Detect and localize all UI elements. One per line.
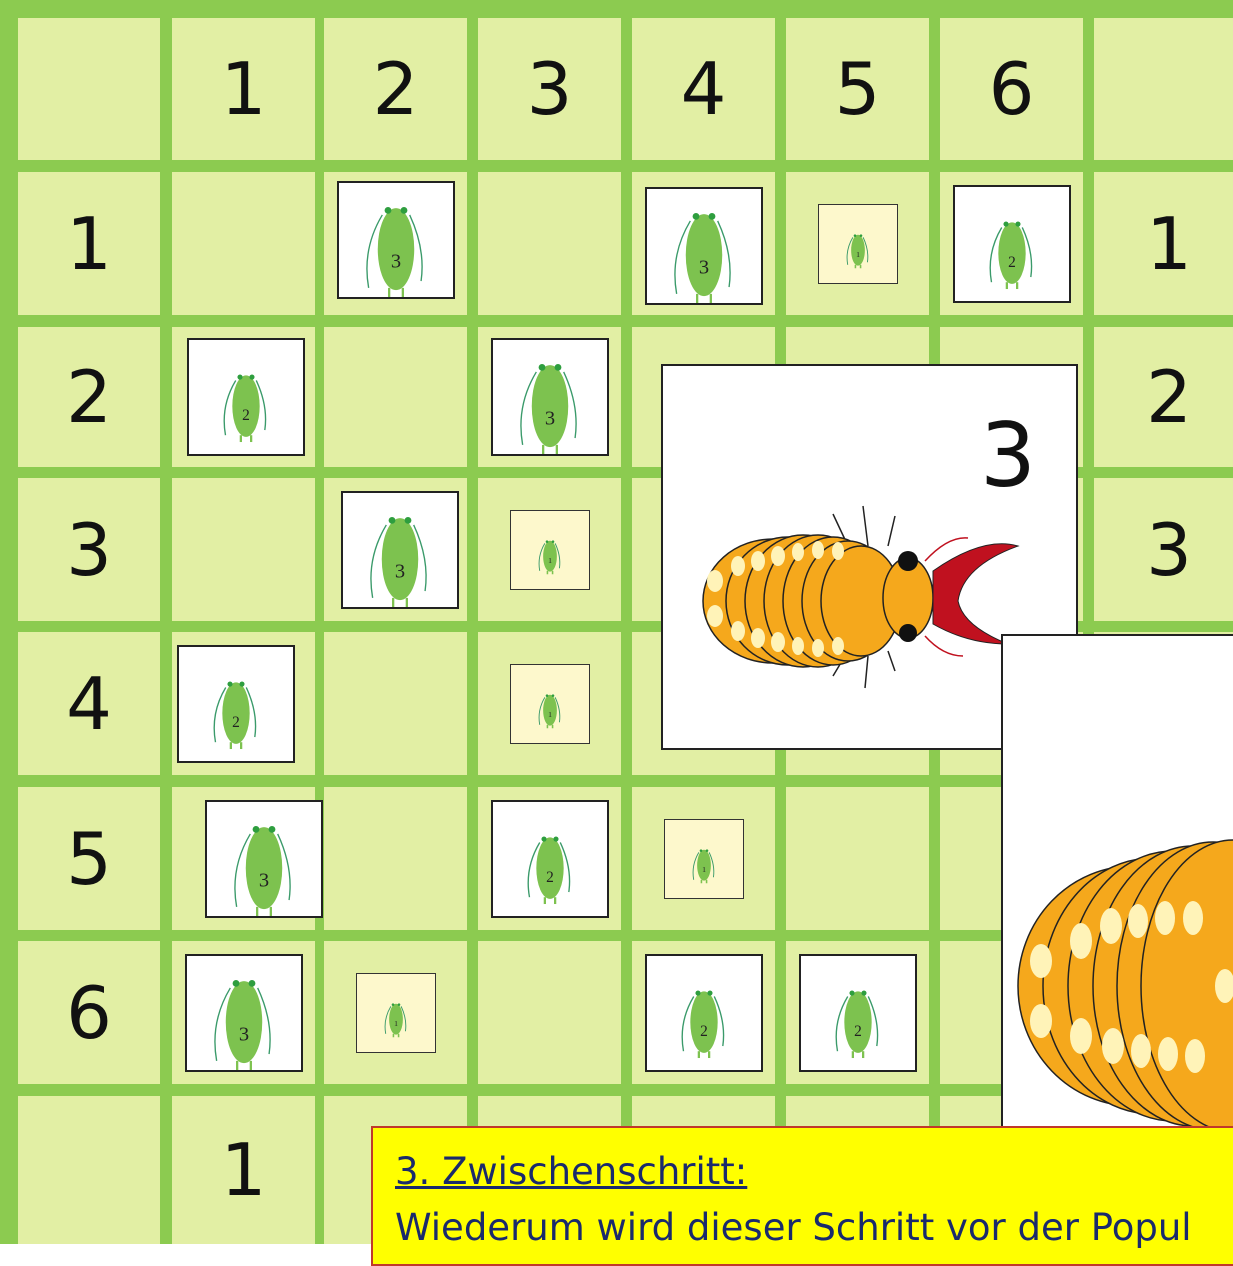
instruction-text: Wiederum wird dieser Schritt vor der Pop… bbox=[395, 1200, 1233, 1256]
aphid-card[interactable]: 3 bbox=[491, 338, 609, 456]
svg-text:3: 3 bbox=[258, 869, 268, 891]
row-label: 4 bbox=[18, 632, 160, 775]
row-label: 5 bbox=[18, 787, 160, 930]
aphid-icon: 3 bbox=[647, 189, 761, 303]
board-cell bbox=[478, 941, 621, 1084]
aphid-icon: 3 bbox=[343, 493, 457, 607]
column-label: 3 bbox=[478, 18, 621, 160]
right-row-label: 1 bbox=[1094, 172, 1233, 315]
svg-text:2: 2 bbox=[1008, 253, 1016, 270]
aphid-icon: 1 bbox=[511, 511, 589, 589]
svg-text:1: 1 bbox=[856, 250, 860, 259]
board-cell bbox=[18, 18, 160, 160]
svg-text:3: 3 bbox=[544, 407, 554, 429]
svg-text:1: 1 bbox=[702, 865, 706, 874]
svg-text:3: 3 bbox=[698, 256, 708, 278]
ladybird-larva-icon bbox=[1003, 636, 1233, 1154]
row-label: 3 bbox=[18, 478, 160, 621]
beetle-card-zoom[interactable] bbox=[1001, 634, 1233, 1154]
aphid-icon: 3 bbox=[207, 802, 321, 916]
bottom-column-label: 1 bbox=[172, 1096, 315, 1244]
aphid-card[interactable]: 1 bbox=[510, 664, 590, 744]
svg-text:3: 3 bbox=[394, 560, 404, 582]
svg-text:3: 3 bbox=[238, 1023, 248, 1045]
aphid-icon: 3 bbox=[493, 340, 607, 454]
aphid-icon: 1 bbox=[819, 205, 897, 283]
column-label: 4 bbox=[632, 18, 775, 160]
aphid-icon: 1 bbox=[665, 820, 743, 898]
board-cell bbox=[172, 478, 315, 621]
aphid-card[interactable]: 2 bbox=[645, 954, 763, 1072]
row-label: 1 bbox=[18, 172, 160, 315]
aphid-icon: 2 bbox=[189, 340, 303, 454]
board-cell bbox=[786, 787, 929, 930]
svg-text:3: 3 bbox=[390, 250, 400, 272]
svg-text:1: 1 bbox=[548, 710, 552, 719]
svg-text:2: 2 bbox=[854, 1022, 862, 1039]
aphid-card[interactable]: 2 bbox=[953, 185, 1071, 303]
aphid-card[interactable]: 3 bbox=[185, 954, 303, 1072]
board-cell bbox=[478, 172, 621, 315]
svg-text:2: 2 bbox=[242, 407, 250, 424]
aphid-card[interactable]: 2 bbox=[187, 338, 305, 456]
aphid-card[interactable]: 3 bbox=[341, 491, 459, 609]
aphid-card[interactable]: 1 bbox=[664, 819, 744, 899]
aphid-icon: 1 bbox=[511, 665, 589, 743]
aphid-icon: 2 bbox=[801, 956, 915, 1070]
aphid-card[interactable]: 3 bbox=[205, 800, 323, 918]
aphid-card[interactable]: 3 bbox=[337, 181, 455, 299]
column-label: 1 bbox=[172, 18, 315, 160]
aphid-icon: 3 bbox=[187, 956, 301, 1070]
svg-text:2: 2 bbox=[546, 868, 554, 885]
svg-text:2: 2 bbox=[232, 713, 240, 730]
right-row-label: 2 bbox=[1094, 327, 1233, 467]
row-label: 6 bbox=[18, 941, 160, 1084]
aphid-icon: 2 bbox=[647, 956, 761, 1070]
board-cell bbox=[172, 172, 315, 315]
aphid-card[interactable]: 2 bbox=[491, 800, 609, 918]
board-cell bbox=[18, 1096, 160, 1244]
svg-text:1: 1 bbox=[394, 1019, 398, 1028]
board-cell bbox=[324, 787, 467, 930]
svg-text:1: 1 bbox=[548, 556, 552, 565]
board-cell bbox=[324, 327, 467, 467]
aphid-card[interactable]: 3 bbox=[645, 187, 763, 305]
aphid-icon: 2 bbox=[493, 802, 607, 916]
board-cell bbox=[1094, 18, 1233, 160]
aphid-card[interactable]: 2 bbox=[799, 954, 917, 1072]
board-cell bbox=[324, 632, 467, 775]
instruction-box: 3. Zwischenschritt: Wiederum wird dieser… bbox=[371, 1126, 1233, 1266]
row-label: 2 bbox=[18, 327, 160, 467]
right-row-label: 3 bbox=[1094, 478, 1233, 621]
aphid-icon: 1 bbox=[357, 974, 435, 1052]
aphid-card[interactable]: 2 bbox=[177, 645, 295, 763]
aphid-card[interactable]: 1 bbox=[510, 510, 590, 590]
aphid-card[interactable]: 1 bbox=[818, 204, 898, 284]
aphid-icon: 2 bbox=[955, 187, 1069, 301]
aphid-card[interactable]: 1 bbox=[356, 973, 436, 1053]
column-label: 6 bbox=[940, 18, 1083, 160]
column-label: 2 bbox=[324, 18, 467, 160]
instruction-title: 3. Zwischenschritt: bbox=[395, 1144, 1233, 1200]
column-label: 5 bbox=[786, 18, 929, 160]
aphid-icon: 2 bbox=[179, 647, 293, 761]
aphid-icon: 3 bbox=[339, 183, 453, 297]
svg-text:2: 2 bbox=[700, 1022, 708, 1039]
